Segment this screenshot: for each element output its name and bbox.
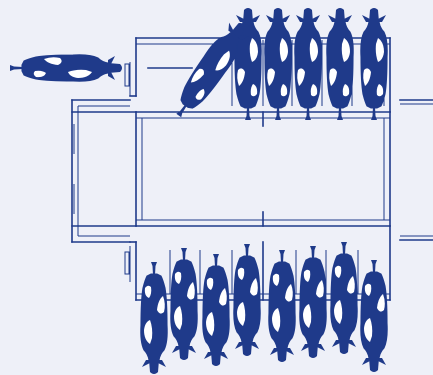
cow-lower-2	[170, 247, 198, 361]
cow-lower-4	[233, 243, 261, 357]
parlour-walls	[71, 37, 433, 301]
cow-upper-5	[360, 7, 388, 121]
cow-upper-4	[326, 7, 354, 121]
upper-cow-row	[167, 7, 388, 124]
cow-lower-5	[268, 249, 296, 363]
cow-lower-8	[360, 259, 388, 373]
lower-cow-row	[140, 241, 388, 375]
cow-upper-3	[294, 7, 322, 121]
cow-lower-3	[202, 253, 230, 367]
cow-upper-2	[264, 7, 292, 121]
lower-stall-dividers	[169, 250, 359, 294]
cow-lower-7	[330, 241, 358, 355]
cow-entering-left	[9, 54, 123, 82]
cow-lower-1	[140, 261, 168, 375]
cow-lower-6	[299, 245, 327, 359]
